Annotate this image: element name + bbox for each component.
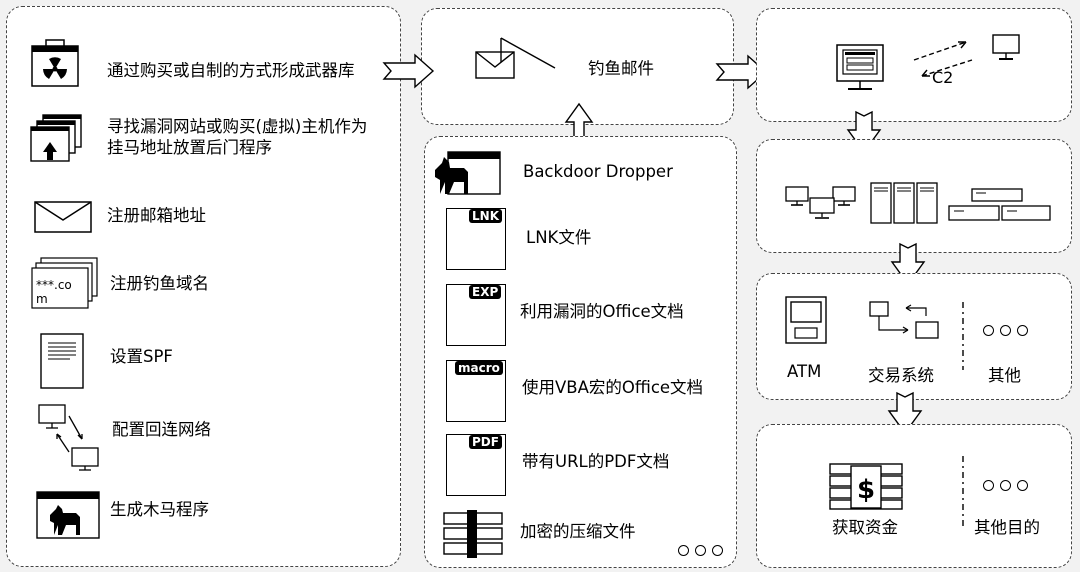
lnk-file-icon: LNK <box>446 208 506 270</box>
server-rack-icon <box>870 182 938 224</box>
domain-icon-text: ***.co <box>36 278 72 292</box>
arrow-phishing-to-compromise <box>715 54 768 90</box>
c2-link-arrows <box>913 41 973 77</box>
pdf-url-label: 带有URL的PDF文档 <box>522 452 670 471</box>
weapon-arsenal-label: 通过购买或自制的方式形成武器库 <box>107 61 355 80</box>
fishing-mail-icon <box>475 37 556 79</box>
network-device-icon <box>948 188 1051 221</box>
document-icon <box>40 333 84 389</box>
compromise-panel <box>756 8 1072 122</box>
configure-callback-label: 配置回连网络 <box>112 420 211 439</box>
target-other-label: 其他 <box>988 366 1021 385</box>
arrow-down-3 <box>887 391 923 435</box>
weapon-case-icon <box>31 39 79 87</box>
atm-label: ATM <box>787 362 822 381</box>
svg-text:$: $ <box>857 475 875 505</box>
domain-icon-text2: m <box>36 292 48 306</box>
envelope-icon <box>34 201 92 233</box>
register-mailbox-label: 注册邮箱地址 <box>107 206 206 225</box>
generate-trojan-label: 生成木马程序 <box>110 500 209 519</box>
c2-label: C2 <box>932 68 954 87</box>
vba-macro-label: 使用VBA宏的Office文档 <box>522 378 704 397</box>
backdoor-dropper-label: Backdoor Dropper <box>523 162 673 181</box>
target-divider <box>962 302 964 370</box>
goal-more-dots <box>983 480 1028 491</box>
other-goals-label: 其他目的 <box>974 518 1040 537</box>
exploit-office-label: 利用漏洞的Office文档 <box>520 302 684 321</box>
trojan-window-icon <box>435 151 501 195</box>
arrow-down-2 <box>890 242 926 286</box>
arrow-prep-to-phishing <box>382 53 435 89</box>
trojan-horse-icon <box>36 491 100 539</box>
workstations-icon <box>785 186 856 219</box>
obtain-funds-label: 获取资金 <box>832 518 898 537</box>
archive-icon <box>443 510 503 558</box>
compromised-host-icon <box>836 44 884 90</box>
set-spf-label: 设置SPF <box>110 347 173 366</box>
pdf-doc-icon: PDF <box>446 434 506 496</box>
domain-icon <box>31 257 98 309</box>
target-more-dots <box>983 325 1028 336</box>
host-label-line1: 寻找漏洞网站或购买(虚拟)主机作为 <box>107 117 368 136</box>
lnk-file-label: LNK文件 <box>526 228 592 247</box>
network-icon <box>38 404 99 471</box>
payload-panel <box>424 136 737 568</box>
register-domain-label: 注册钓鱼域名 <box>110 274 209 293</box>
arrow-down-1 <box>846 110 882 154</box>
trading-system-label: 交易系统 <box>868 366 934 385</box>
encrypted-archive-label: 加密的压缩文件 <box>520 522 636 541</box>
goal-panel <box>756 424 1072 568</box>
payload-more-dots <box>678 545 723 556</box>
macro-doc-icon: macro <box>446 360 506 422</box>
money-stack-icon: $ <box>829 463 903 510</box>
host-upload-icon <box>30 114 82 162</box>
host-label-line2: 挂马地址放置后门程序 <box>107 138 272 157</box>
trading-system-icon <box>869 301 939 339</box>
atm-icon <box>785 296 827 344</box>
exp-doc-icon: EXP <box>446 284 506 346</box>
phishing-mail-label: 钓鱼邮件 <box>588 59 654 78</box>
goal-divider <box>962 456 964 528</box>
c2-server-icon <box>992 34 1020 60</box>
